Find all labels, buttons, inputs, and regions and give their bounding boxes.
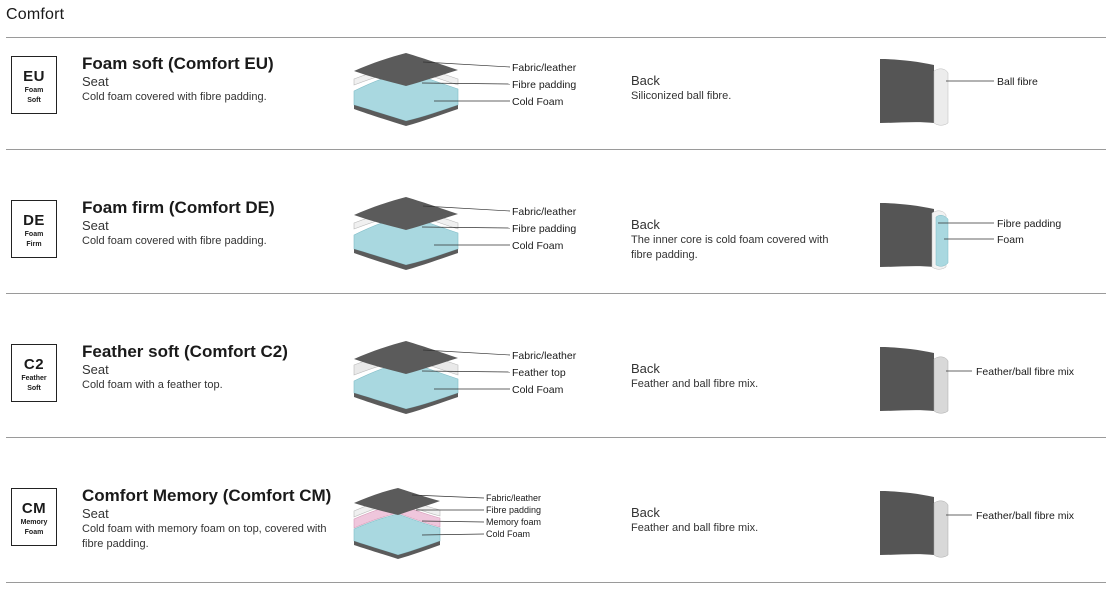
- badge-code: CM: [21, 500, 47, 517]
- comfort-title: Feather soft (Comfort C2): [82, 342, 288, 361]
- back-info: Back Feather and ball fibre mix.: [631, 361, 861, 392]
- seat-label: Seat: [82, 362, 109, 377]
- divider: [6, 149, 1106, 150]
- back-label: Back: [631, 505, 660, 520]
- back-info: Back Feather and ball fibre mix.: [631, 505, 861, 536]
- seat-info: Feather soft (Comfort C2) Seat Cold foam…: [82, 342, 352, 393]
- comfort-row-de: DE Foam Firm Foam firm (Comfort DE) Seat…: [0, 182, 1112, 326]
- divider: [6, 293, 1106, 294]
- comfort-badge: EU Foam Soft: [11, 56, 57, 114]
- back-layers-diagram: Ball fibre: [880, 59, 1038, 126]
- back-layer-label: Foam: [997, 234, 1024, 246]
- badge-code: DE: [23, 212, 45, 229]
- badge-sub-line-2: Soft: [27, 97, 41, 104]
- back-cushion-body: [880, 347, 934, 411]
- seat-layer-label: Cold Foam: [512, 240, 564, 252]
- back-layers-diagram: Feather/ball fibre mix: [880, 347, 1075, 414]
- back-cushion-body: [880, 59, 934, 123]
- foam-layer: [935, 215, 949, 267]
- badge-sub-line-1: Foam: [24, 87, 44, 94]
- comfort-row-cm: CM Memory Foam Comfort Memory (Comfort C…: [0, 470, 1112, 614]
- back-description: Feather and ball fibre mix.: [631, 378, 759, 390]
- back-info: Back Siliconized ball fibre.: [631, 73, 861, 104]
- seat-label: Seat: [82, 74, 109, 89]
- comfort-title: Foam soft (Comfort EU): [82, 54, 274, 73]
- feather-ball-fibre-layer: [933, 356, 949, 414]
- back-description: Feather and ball fibre mix.: [631, 522, 759, 534]
- badge-sub-line-1: Feather: [21, 375, 47, 382]
- seat-layer-label: Fabric/leather: [512, 62, 577, 74]
- seat-layer-label: Cold Foam: [486, 529, 530, 539]
- comfort-row-eu: EU Foam Soft Foam soft (Comfort EU) Seat…: [0, 38, 1112, 182]
- badge-sub-line-2: Soft: [27, 385, 41, 392]
- divider: [6, 437, 1106, 438]
- badge-sub-line-2: Firm: [26, 241, 42, 248]
- comfort-badge: C2 Feather Soft: [11, 344, 57, 402]
- seat-info: Comfort Memory (Comfort CM) Seat Cold fo…: [82, 486, 352, 552]
- back-cushion-body: [880, 491, 934, 555]
- seat-layer-label: Memory foam: [486, 517, 541, 527]
- seat-layer-label: Fibre padding: [512, 79, 576, 91]
- comfort-badge: CM Memory Foam: [11, 488, 57, 546]
- back-cushion-body: [880, 203, 934, 267]
- badge-code: C2: [23, 356, 45, 373]
- back-layer-label: Feather/ball fibre mix: [976, 510, 1075, 522]
- seat-layer-label: Cold Foam: [512, 384, 564, 396]
- fabric-top-layer: [354, 341, 458, 374]
- seat-layer-label: Fabric/leather: [512, 206, 577, 218]
- seat-layer-label: Fibre padding: [486, 505, 541, 515]
- back-layer-label: Ball fibre: [997, 76, 1038, 88]
- seat-description: Cold foam covered with fibre padding.: [82, 235, 267, 247]
- divider: [6, 582, 1106, 583]
- seat-layer-label: Feather top: [512, 367, 566, 379]
- seat-layers-diagram: Fabric/leather Fibre padding Memory foam…: [353, 488, 541, 559]
- back-layers-diagram: Feather/ball fibre mix: [880, 491, 1075, 558]
- back-label: Back: [631, 361, 660, 376]
- feather-ball-fibre-layer: [933, 500, 949, 558]
- comfort-title: Foam firm (Comfort DE): [82, 198, 275, 217]
- seat-layers-diagram: Fabric/leather Fibre padding Cold Foam: [353, 53, 577, 126]
- seat-layers-diagram: Fabric/leather Fibre padding Cold Foam: [353, 197, 577, 270]
- badge-sub-line-2: Foam: [24, 529, 44, 536]
- seat-description: fibre padding.: [82, 538, 149, 550]
- back-layer-label: Feather/ball fibre mix: [976, 366, 1075, 378]
- seat-layer-label: Fabric/leather: [486, 493, 541, 503]
- fabric-bottom-layer: [354, 393, 458, 414]
- back-label: Back: [631, 217, 660, 232]
- back-layer-label: Fibre padding: [997, 218, 1061, 230]
- seat-layers-diagram: Fabric/leather Feather top Cold Foam: [353, 341, 577, 414]
- seat-label: Seat: [82, 218, 109, 233]
- seat-label: Seat: [82, 506, 109, 521]
- back-layers-diagram: Fibre padding Foam: [880, 203, 1061, 270]
- fabric-top-layer: [354, 53, 458, 86]
- fabric-bottom-layer: [354, 541, 440, 559]
- divider: [6, 37, 1106, 38]
- comfort-title: Comfort Memory (Comfort CM): [82, 486, 332, 505]
- comfort-badge: DE Foam Firm: [11, 200, 57, 258]
- fabric-top-layer: [354, 197, 458, 230]
- seat-info: Foam soft (Comfort EU) Seat Cold foam co…: [82, 54, 352, 105]
- badge-code: EU: [23, 68, 45, 85]
- fabric-bottom-layer: [354, 105, 458, 126]
- ball-fibre-layer: [933, 68, 949, 126]
- seat-description: Cold foam covered with fibre padding.: [82, 91, 267, 103]
- seat-description: Cold foam with a feather top.: [82, 379, 223, 391]
- page-title: Comfort: [6, 6, 65, 23]
- back-description: Siliconized ball fibre.: [631, 90, 732, 102]
- fabric-top-layer: [354, 488, 440, 515]
- seat-layer-label: Cold Foam: [512, 96, 564, 108]
- back-info: Back The inner core is cold foam covered…: [631, 217, 861, 263]
- badge-sub-line-1: Foam: [24, 231, 44, 238]
- comfort-row-c2: C2 Feather Soft Feather soft (Comfort C2…: [0, 326, 1112, 470]
- back-label: Back: [631, 73, 660, 88]
- seat-layer-label: Fibre padding: [512, 223, 576, 235]
- seat-description: Cold foam with memory foam on top, cover…: [82, 523, 327, 535]
- fabric-bottom-layer: [354, 249, 458, 270]
- badge-sub-line-1: Memory: [20, 519, 48, 526]
- seat-layer-label: Fabric/leather: [512, 350, 577, 362]
- back-description: fibre padding.: [631, 249, 698, 261]
- seat-info: Foam firm (Comfort DE) Seat Cold foam co…: [82, 198, 352, 249]
- back-description: The inner core is cold foam covered with: [631, 234, 829, 246]
